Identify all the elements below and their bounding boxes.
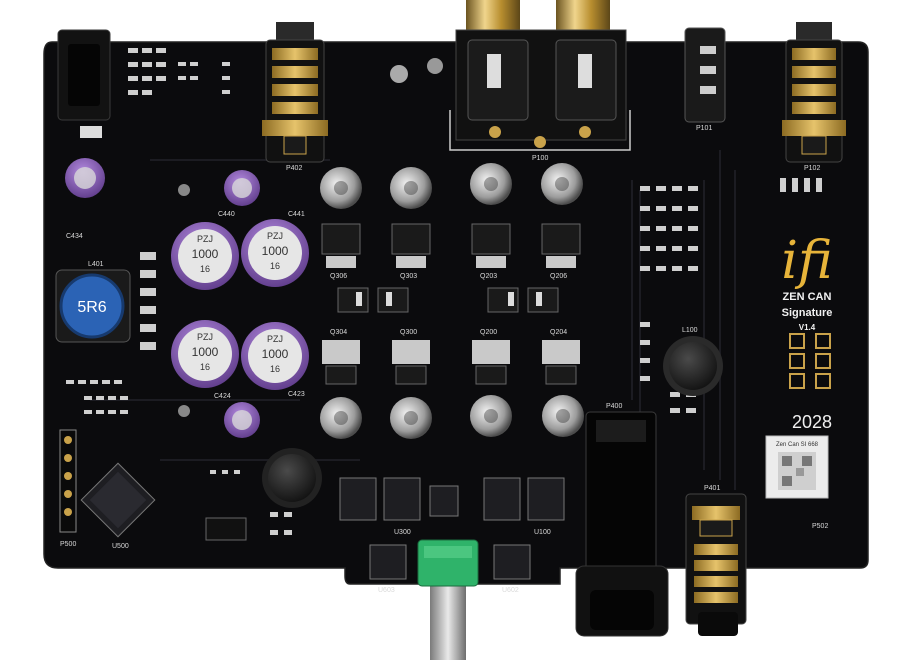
label-q204: Q204 [550, 329, 567, 336]
inductor-l100 [663, 336, 723, 396]
qr-label: Zen Can SI 668 [776, 442, 819, 448]
balanced-jack-bottom [685, 493, 747, 636]
cap-marking-bot: 16 [270, 261, 280, 271]
silver-capacitors [320, 163, 584, 439]
volume-potentiometer [417, 539, 479, 660]
batch-code: 2028 [792, 412, 832, 432]
cap-marking-top: PZJ [267, 334, 283, 344]
inductor-marking: 5R6 [77, 299, 106, 316]
model-name-line2: Signature [782, 307, 833, 319]
regulators [321, 223, 581, 385]
big-capacitor-4: PZJ 1000 16 [241, 322, 309, 390]
label-c423: C423 [288, 391, 305, 398]
cap-marking-bot: 16 [270, 364, 280, 374]
label-q300: Q300 [400, 329, 417, 336]
cap-marking-mid: 1000 [262, 347, 289, 361]
big-capacitor-2: PZJ 1000 16 [241, 219, 309, 287]
label-l401: L401 [88, 261, 104, 268]
dc-jack [57, 29, 111, 121]
rca-connectors [449, 0, 631, 151]
label-p400: P400 [606, 403, 622, 410]
cap-marking-mid: 1000 [192, 247, 219, 261]
board-version: V1.4 [799, 323, 816, 332]
pad-grid [789, 333, 831, 389]
label-p102: P102 [804, 165, 820, 172]
cap-marking-top: PZJ [267, 231, 283, 241]
small-capacitors [65, 58, 443, 438]
cap-marking-mid: 1000 [262, 244, 289, 258]
label-p401: P401 [704, 485, 720, 492]
label-c441: C441 [288, 211, 305, 218]
pin-header [59, 429, 77, 533]
label-q306: Q306 [330, 273, 347, 280]
ic-chips [80, 462, 565, 580]
label-u602: U602 [502, 587, 519, 594]
label-p100: P100 [532, 155, 548, 162]
label-c424: C424 [214, 393, 231, 400]
label-q304: Q304 [330, 329, 347, 336]
label-q203: Q203 [480, 273, 497, 280]
balanced-jack-top-right [782, 22, 846, 163]
designator-labels: C434 L401 P402 P100 P101 P102 C441 C440 … [60, 125, 828, 594]
cap-marking-top: PZJ [197, 234, 213, 244]
label-q206: Q206 [550, 273, 567, 280]
label-p500: P500 [60, 541, 76, 548]
label-u500: U500 [112, 543, 129, 550]
quarter-inch-jack [575, 411, 669, 637]
big-capacitor-3: PZJ 1000 16 [171, 320, 239, 388]
label-u100: U100 [534, 529, 551, 536]
cap-marking-mid: 1000 [192, 345, 219, 359]
qr-sticker: Zen Can SI 668 [765, 435, 829, 499]
brand-block: ifi ZEN CAN Signature V1.4 [781, 231, 832, 332]
label-p101: P101 [696, 125, 712, 132]
mini-jack-top [684, 27, 726, 123]
label-q200: Q200 [480, 329, 497, 336]
big-capacitor-1: PZJ 1000 16 [171, 222, 239, 290]
label-p502: P502 [812, 523, 828, 530]
smd-components [66, 48, 822, 535]
label-u300: U300 [394, 529, 411, 536]
cap-marking-top: PZJ [197, 332, 213, 342]
brand-logo: ifi [781, 231, 832, 291]
model-name-line1: ZEN CAN [783, 291, 832, 303]
label-p402: P402 [286, 165, 302, 172]
label-u603: U603 [378, 587, 395, 594]
label-c434: C434 [66, 233, 83, 240]
blue-inductor: 5R6 [55, 269, 131, 343]
balanced-jack-top-left [262, 22, 328, 163]
label-c440: C440 [218, 211, 235, 218]
cap-marking-bot: 16 [200, 264, 210, 274]
led-component [80, 126, 102, 138]
label-l100: L100 [682, 327, 698, 334]
inductor-left-bottom [262, 448, 322, 508]
cap-marking-bot: 16 [200, 362, 210, 372]
label-q303: Q303 [400, 273, 417, 280]
